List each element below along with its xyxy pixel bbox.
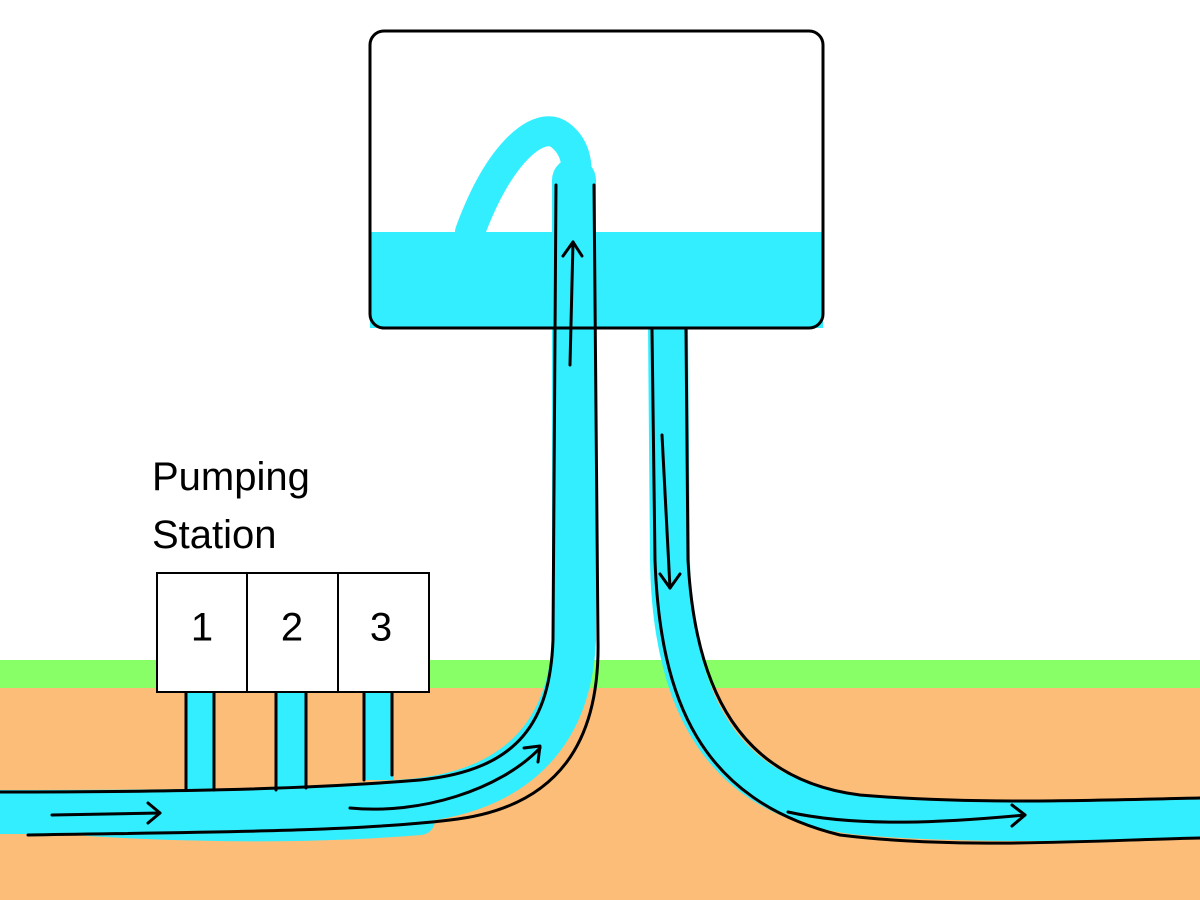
pump-pipe-2-water: [276, 690, 306, 790]
outflow-pipe-water: [648, 305, 1200, 842]
pumping-station-title-line1: Pumping: [152, 455, 310, 499]
pump-label-2: 2: [281, 606, 303, 650]
pump-pipe-1-water: [186, 690, 214, 790]
flow-arrow-outflow-down: [658, 433, 682, 590]
pump-box-3: [337, 572, 430, 693]
flow-arrow-riser-up: [561, 240, 584, 367]
pump-label-1: 1: [191, 606, 213, 650]
pump-pipe-3-water: [364, 690, 394, 780]
feed-pipe-bottom-outline: [26, 183, 600, 837]
pump-pipe-outlines: [184, 688, 394, 792]
pump-label-3: 3: [370, 606, 392, 650]
flow-arrow-outflow-right: [786, 803, 1027, 828]
feed-pipe-top-outline: [0, 183, 558, 794]
flow-arrow-feed-curve: [348, 744, 542, 811]
outflow-pipe-right-outline: [684, 328, 1200, 803]
outflow-pipe-left-outline: [650, 328, 1200, 845]
feed-pipe-water-lower: [0, 800, 435, 842]
pumping-station-title-line2: Station: [152, 513, 277, 557]
pump-box-1: [156, 572, 248, 693]
flow-arrow-feed-left: [50, 801, 162, 825]
pump-box-2: [246, 572, 339, 693]
